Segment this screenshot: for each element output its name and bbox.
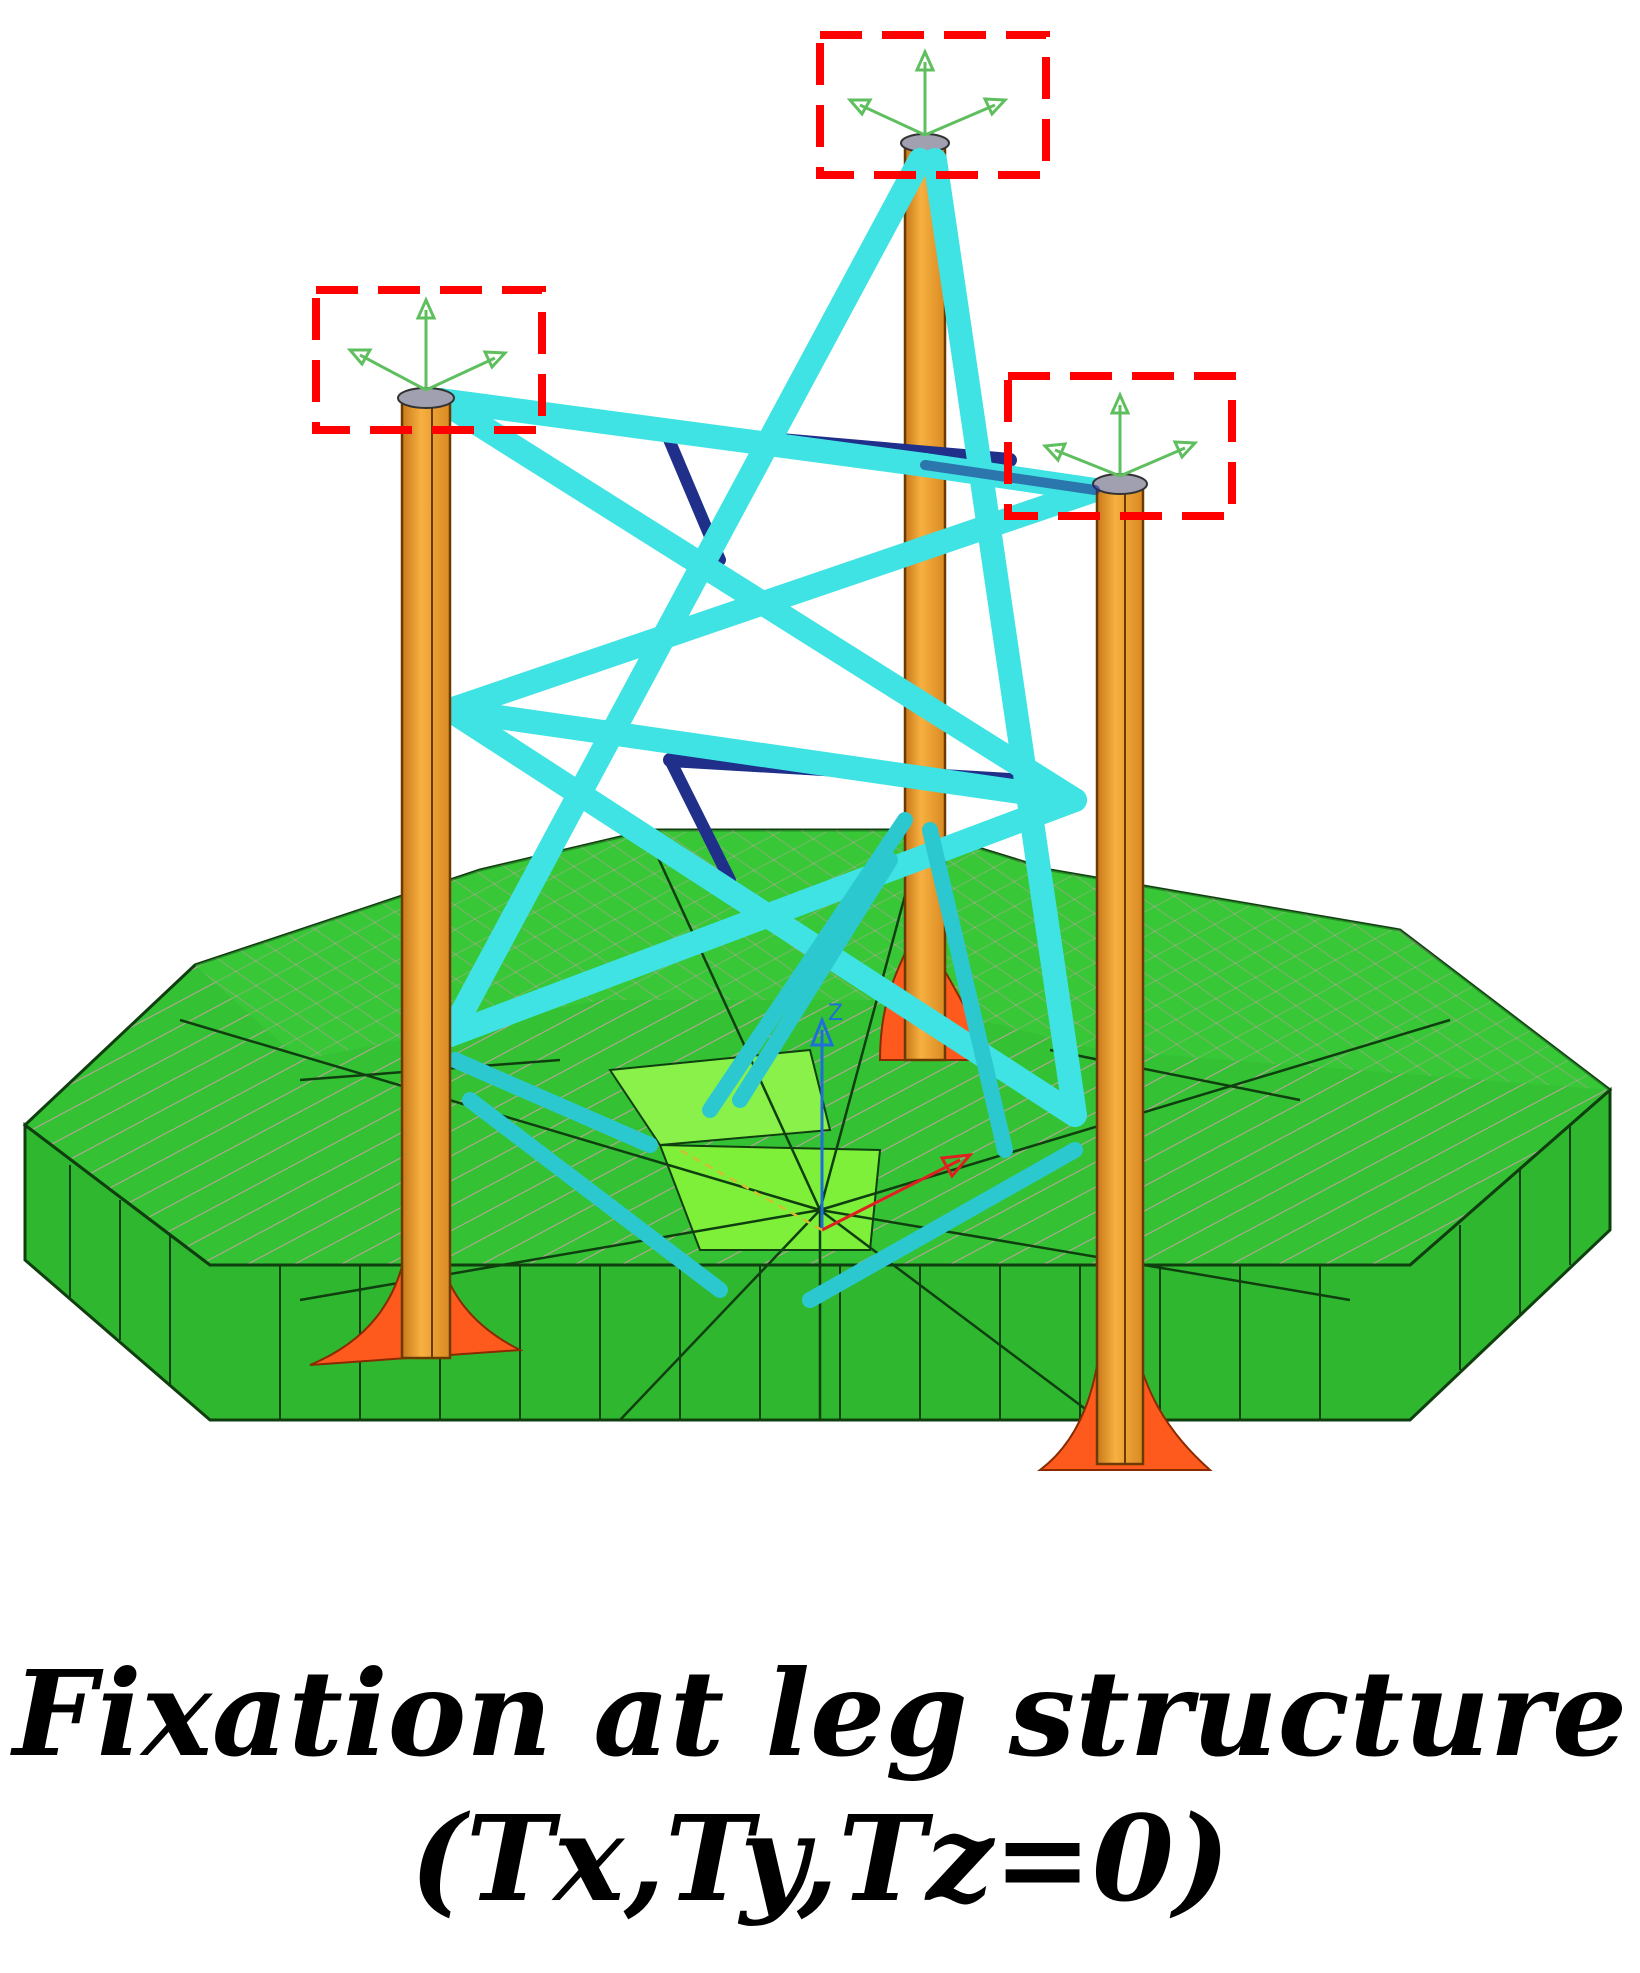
leg-left-cap: [397, 387, 455, 409]
foundation-side-divisions: [69, 1125, 1571, 1420]
foundation-base: [22, 828, 1613, 1422]
support-arrows-right: [1041, 391, 1199, 478]
strut-back2-to-center: [732, 852, 898, 1108]
axis-x-arrow: [939, 1153, 974, 1179]
jacket-structure-diagram: Z: [22, 31, 1613, 1471]
leg-back-shaft: [903, 138, 947, 1062]
cyan-braces: [428, 148, 1107, 1127]
leg-back: [878, 133, 992, 1062]
lower-struts: [447, 812, 1083, 1308]
brace-back-to-right-top: [923, 148, 1087, 1127]
leg-left: [309, 387, 524, 1366]
support-arrows-back: [846, 48, 1009, 137]
fixation-box-right: [1004, 372, 1236, 520]
brace-left-mid-to-right-mid: [438, 698, 1087, 812]
brace-left-mid-to-right-low: [438, 698, 1087, 1127]
hbrace-lower-diag: [664, 754, 736, 886]
fixation-right: [1004, 372, 1236, 520]
fixation-box-back: [816, 31, 1050, 179]
strut-right-to-center: [802, 1142, 1083, 1308]
strut-left-to-center: [447, 1052, 658, 1153]
brace-left-top-to-back-mid: [428, 388, 937, 477]
leg-left-shaft: [400, 396, 452, 1360]
caption-title: Fixation at leg structure: [12, 1644, 1628, 1783]
fixation-back: [816, 31, 1050, 179]
leg-right: [1037, 473, 1213, 1471]
brace-back-to-left-top: [438, 148, 932, 1047]
strut-left-low-to-center: [462, 1092, 728, 1298]
coordinate-axes: Z: [679, 1001, 974, 1232]
fixation-box-left: [312, 286, 546, 434]
caption-constraints: (Tx,Ty,Tz=0): [410, 1789, 1230, 1928]
leg-right-shaft: [1095, 482, 1145, 1466]
fixation-left: [312, 286, 546, 434]
axis-x-line: [821, 1158, 961, 1232]
leg-right-cap: [1092, 473, 1148, 495]
strut-back-to-center: [702, 812, 913, 1118]
foundation-recess-center: [658, 1143, 882, 1251]
brace-left-top-to-right-mid: [428, 388, 1087, 812]
axis-z-label: Z: [828, 1001, 843, 1026]
strut-back-to-right: [922, 822, 1013, 1158]
axis-z-arrow: [809, 1015, 835, 1047]
support-arrows-left: [346, 296, 509, 392]
